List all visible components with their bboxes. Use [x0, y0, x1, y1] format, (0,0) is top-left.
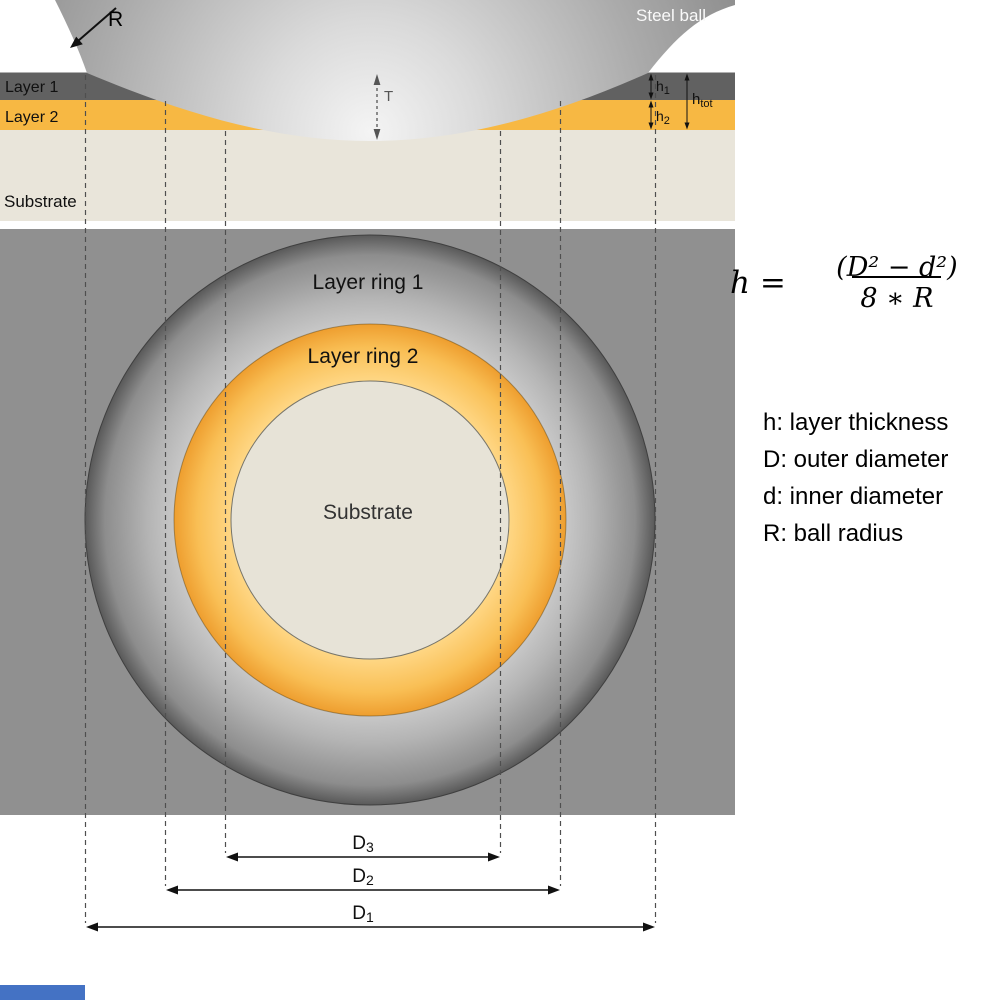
formula-lhs: h =	[730, 265, 786, 301]
h2-arrowhead-top-icon	[648, 100, 654, 108]
d3-label: D3	[352, 833, 374, 855]
depth-arrowhead-bottom-icon	[373, 129, 381, 140]
h1-arrowhead-bottom-icon	[648, 92, 654, 100]
symbol-legend: h: layer thickness D: outer diameter d: …	[763, 404, 948, 552]
formula-fraction: (D² − d²) 8 ∗ R	[796, 252, 998, 314]
thickness-formula: h = (D² − d²) 8 ∗ R	[730, 252, 998, 314]
steel-ball	[55, 0, 735, 141]
d1-arrowhead-right-icon	[643, 922, 655, 932]
radius-label: R	[108, 8, 123, 31]
substrate-top-label: Substrate	[323, 501, 413, 524]
d1-arrowhead-left-icon	[86, 922, 98, 932]
radius-arrow-line	[77, 7, 117, 42]
legend-item-d: d: inner diameter	[763, 483, 944, 510]
substrate-band	[0, 130, 735, 221]
htot-arrowhead-top-icon	[684, 73, 690, 81]
d1-label: D1	[352, 903, 374, 925]
substrate-cross-label: Substrate	[4, 192, 77, 211]
d3-arrowhead-left-icon	[226, 852, 238, 862]
radius-arrowhead-icon	[70, 36, 83, 48]
h2-label: h2	[656, 108, 670, 127]
layer-ring-1-label: Layer ring 1	[313, 271, 424, 294]
layer-ring-2-label: Layer ring 2	[308, 345, 419, 368]
legend-item-R: R: ball radius	[763, 520, 904, 547]
htot-label: htot	[692, 91, 713, 110]
slide-accent-bar	[0, 985, 85, 1000]
formula-denominator: 8 ∗ R	[852, 276, 942, 314]
legend-item-h: h: layer thickness	[763, 409, 949, 436]
substrate-circle	[230, 380, 510, 660]
depth-label: T	[384, 88, 393, 105]
layer1-label: Layer 1	[5, 79, 58, 96]
formula-numerator: (D² − d²)	[836, 252, 958, 283]
steel-ball-label: Steel ball	[636, 6, 706, 25]
d2-arrowhead-left-icon	[166, 885, 178, 895]
d3-arrowhead-right-icon	[488, 852, 500, 862]
d2-label: D2	[352, 866, 374, 888]
d2-arrowhead-right-icon	[548, 885, 560, 895]
htot-arrowhead-bottom-icon	[684, 122, 690, 130]
layer2-label: Layer 2	[5, 109, 58, 126]
depth-arrowhead-top-icon	[373, 74, 381, 85]
h1-arrowhead-top-icon	[648, 73, 654, 81]
legend-item-D: D: outer diameter	[763, 446, 949, 473]
h2-arrowhead-bottom-icon	[648, 122, 654, 130]
h1-label: h1	[656, 78, 670, 97]
